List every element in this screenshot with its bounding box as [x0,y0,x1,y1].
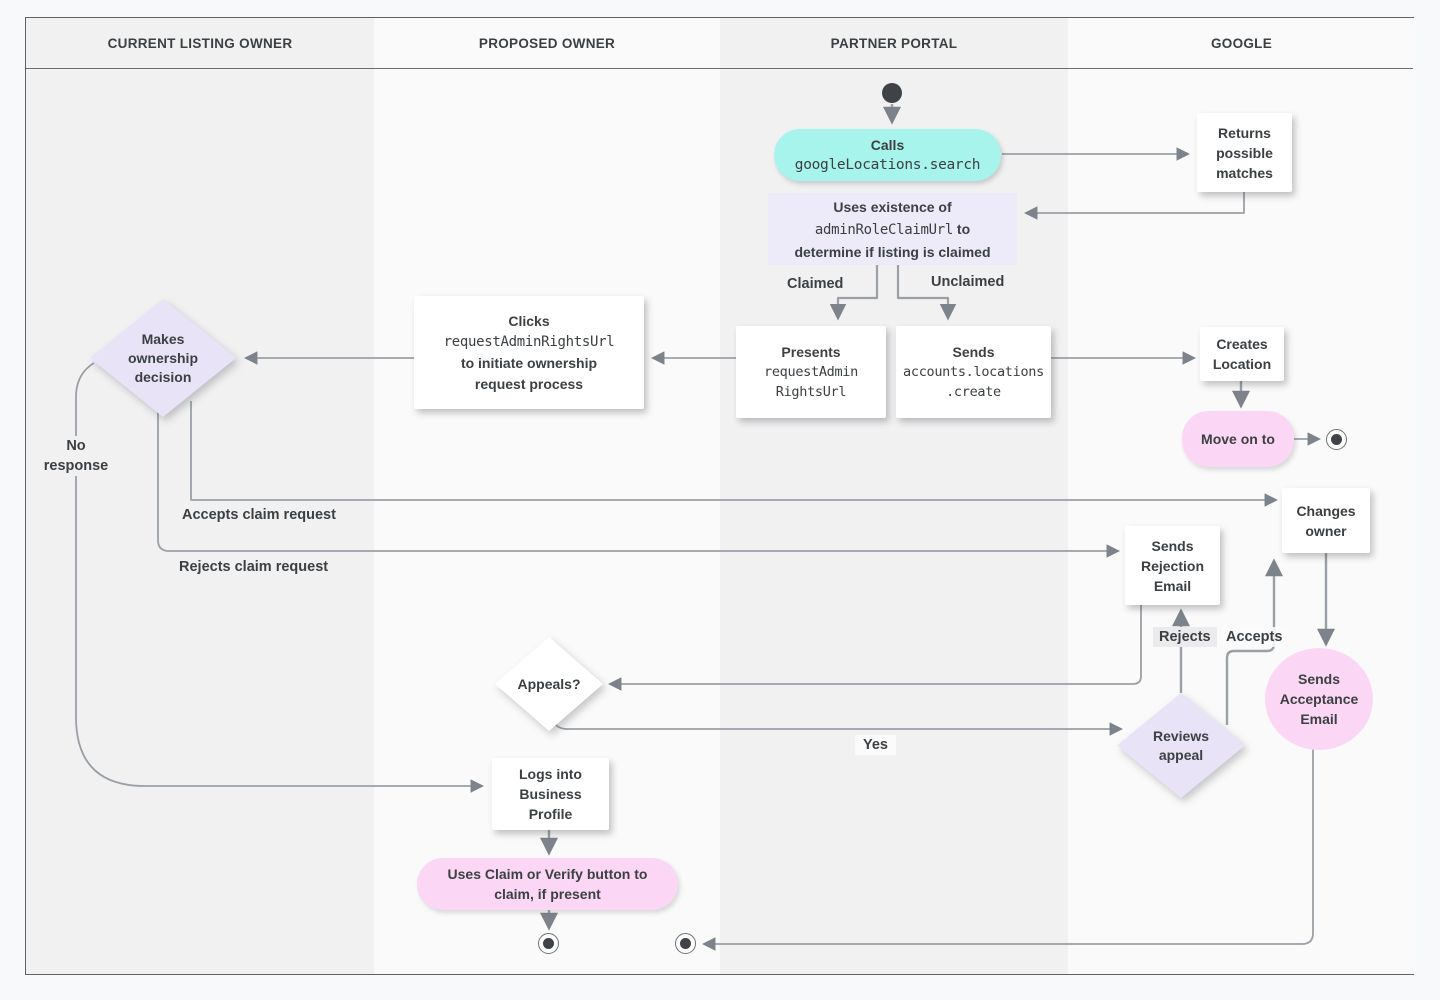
node-uses-claim-or-verify-button: Uses Claim or Verify button to claim, if… [417,858,678,910]
node-line: Move on to [1201,431,1275,447]
node-code: googleLocations.search [794,157,981,173]
node-line: adminRoleClaimUrl to [815,218,970,241]
node-line: claim, if present [494,886,601,902]
lane-header-google: GOOGLE [1210,35,1273,51]
node-title: Presents [781,344,841,360]
node-line: owner [1305,522,1347,539]
node-line: Sends [1151,537,1194,554]
node-line: to initiate ownership [460,354,598,371]
node-code: .create [946,384,1001,400]
edge-label-yes: Yes [855,735,896,755]
lane-header-partner-portal: PARTNER PORTAL [830,35,958,51]
node-title: Calls [870,137,905,153]
node-calls-googlelocations-search: Calls googleLocations.search [774,129,1001,181]
node-line: Email [1300,711,1338,727]
node-returns-possible-matches: Returns possible matches [1197,113,1292,192]
node-code: requestAdminRightsUrl [443,333,615,350]
node-line: determine if listing is claimed [794,243,991,260]
node-uses-existence-adminroleclaimurl: Uses existence of adminRoleClaimUrl to d… [768,193,1017,265]
lane-header-row: CURRENT LISTING OWNER PROPOSED OWNER PAR… [26,18,1413,69]
node-code: RightsUrl [775,384,847,400]
node-line: Uses existence of [833,198,952,215]
node-line: Acceptance [1279,691,1359,707]
end-node-dot [1331,434,1342,445]
node-changes-owner: Changes owner [1282,488,1370,553]
edge-label-accepts-claim-request: Accepts claim request [182,507,336,523]
lane-current-listing-owner [26,18,375,974]
node-line: Returns [1218,124,1271,141]
node-sends-acceptance-email: Sends Acceptance Email [1265,648,1373,750]
node-line: Email [1153,577,1192,594]
node-line: decision [134,368,192,385]
node-line: Sends [1297,671,1340,687]
node-line: appeal [1158,746,1204,763]
node-code: accounts.locations [903,364,1044,380]
node-creates-location: Creates Location [1200,327,1284,381]
swimlane-diagram: CURRENT LISTING OWNER PROPOSED OWNER PAR… [25,17,1415,975]
node-line: Rejection [1140,557,1204,574]
node-line: Location [1212,356,1272,372]
lane-header-current-listing-owner: CURRENT LISTING OWNER [107,35,293,51]
node-move-on-to: Move on to [1182,411,1294,467]
edge-label-unclaimed: Unclaimed [931,274,1005,290]
node-appeals-decision: Appeals? [495,637,603,731]
edge-label-rejects: Rejects [1153,627,1217,647]
end-node-create-flow [1326,429,1347,450]
end-node-dot [680,938,691,949]
edge-label-accepts: Accepts [1222,627,1287,647]
node-line: Profile [528,806,573,822]
node-line: Creates [1216,336,1268,352]
node-line: Makes [141,330,185,347]
edge-label-rejects-claim-request: Rejects claim request [179,559,329,575]
node-line: Business [519,786,582,802]
node-clicks-requestadminrightsurl: Clicks requestAdminRightsUrl to initiate… [414,296,644,409]
edge-label-claimed: Claimed [787,276,844,292]
node-line: Changes [1296,502,1356,519]
node-reviews-appeal: Reviews appeal [1117,693,1245,798]
node-text: to [953,220,971,237]
node-sends-accounts-locations-create: Sends accounts.locations .create [896,326,1051,418]
node-code: adminRoleClaimUrl [814,221,954,238]
end-node-acceptance-flow [675,933,696,954]
node-line: request process [474,375,584,392]
node-code: requestAdmin [764,364,858,380]
node-logs-into-business-profile: Logs into Business Profile [492,758,609,830]
end-node-claim-flow [538,933,559,954]
node-sends-rejection-email: Sends Rejection Email [1125,526,1220,605]
node-presents-requestadminrightsurl: Presents requestAdmin RightsUrl [736,326,886,418]
node-line: ownership [127,349,198,366]
node-title: Sends [952,344,995,360]
node-title: Clicks [508,312,550,329]
node-makes-ownership-decision: Makes ownership decision [90,299,236,417]
node-line: Appeals? [517,675,581,692]
end-node-dot [543,938,554,949]
edge-label-no-response: No response [41,436,111,476]
node-line: Uses Claim or Verify button to [447,866,648,882]
lane-header-proposed-owner: PROPOSED OWNER [478,35,616,51]
node-line: Logs into [519,766,582,782]
node-line: possible [1216,144,1273,161]
start-node [882,83,902,103]
lane-proposed-owner [374,18,721,974]
node-line: Reviews [1152,727,1210,744]
node-line: matches [1216,164,1273,181]
